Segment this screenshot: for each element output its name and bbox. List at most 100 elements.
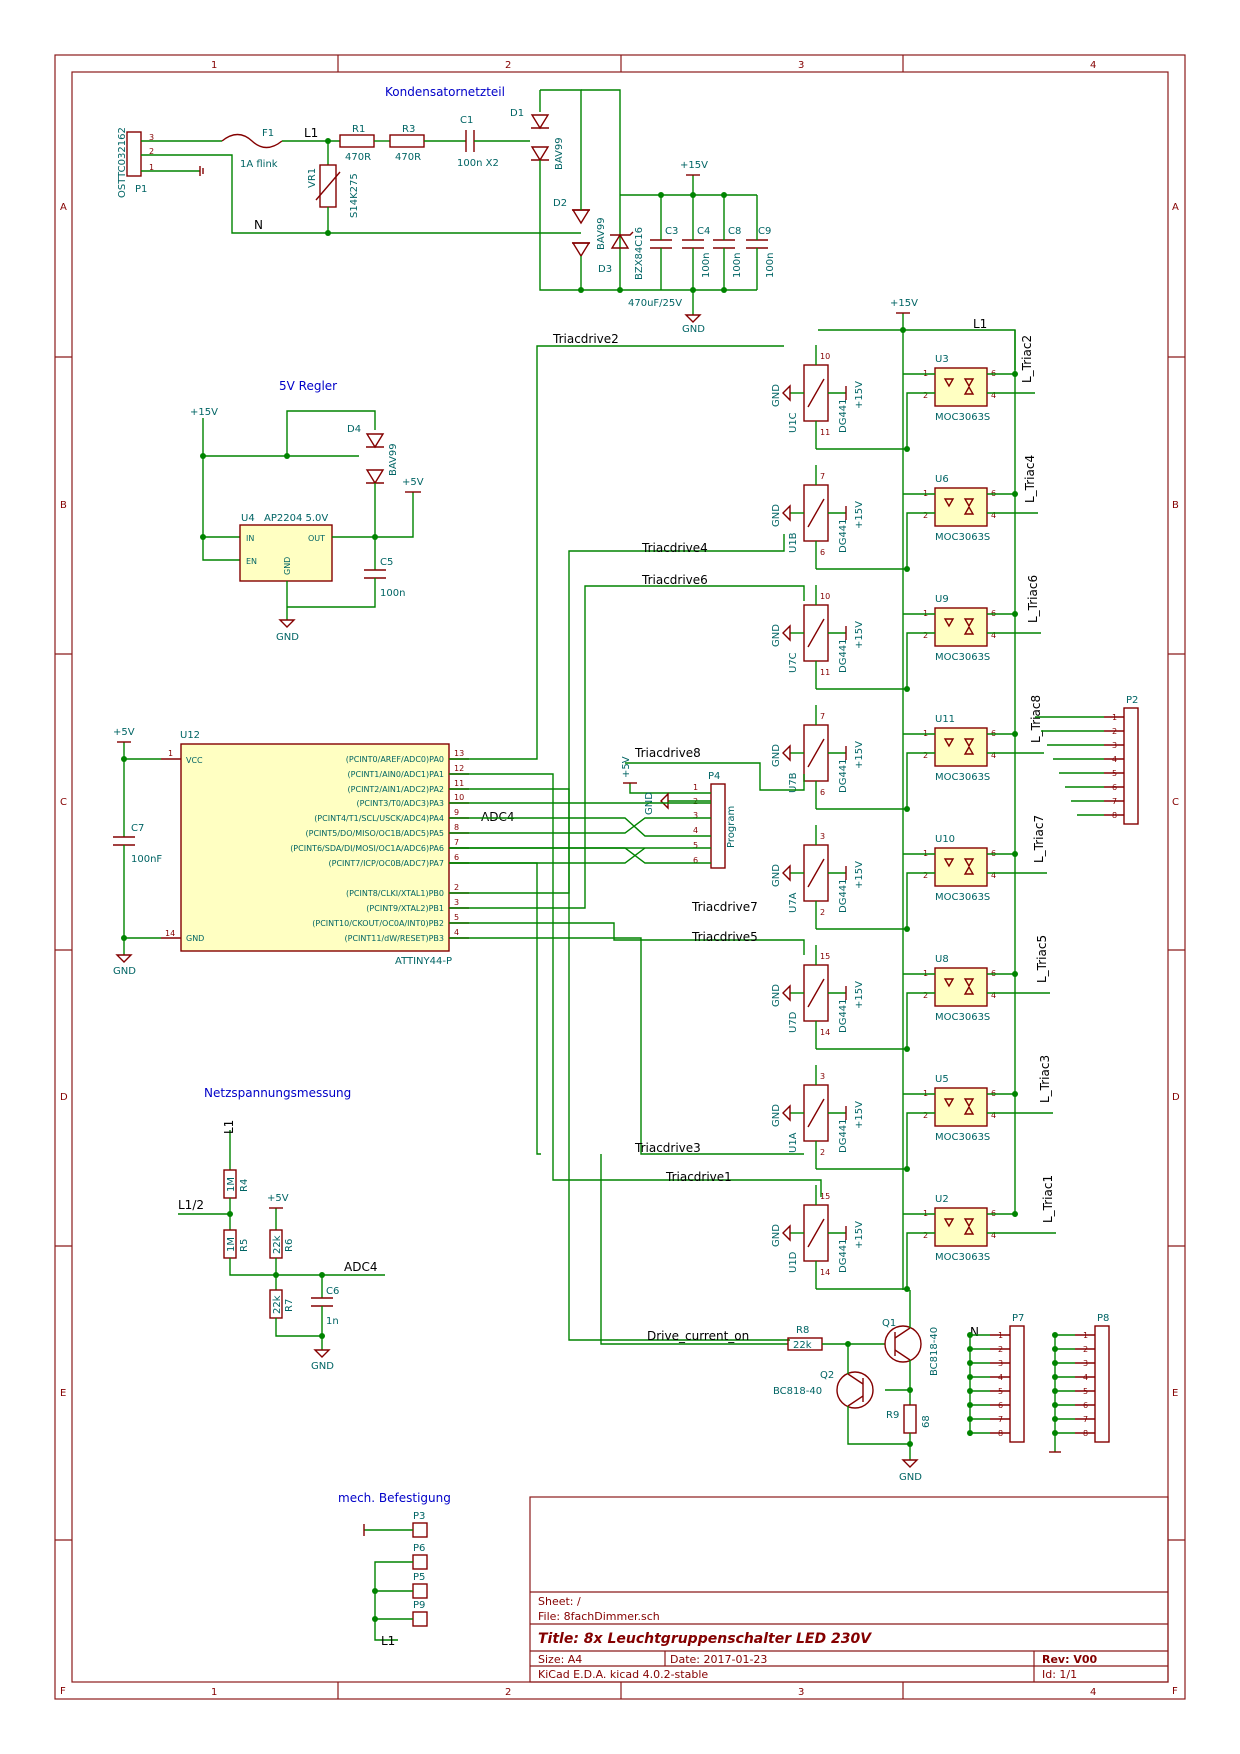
d4-ref: D4 [347,424,361,435]
row-label-e-right: E [1172,1388,1178,1399]
u12-pin-number: 12 [454,764,464,773]
r9-value: 68 [921,1415,932,1428]
svg-text:5: 5 [693,841,698,850]
power-5v-mains: +5V [267,1193,289,1204]
u12-value: ATTINY44-P [395,956,452,967]
c6-ref: C6 [326,1286,339,1297]
d3-value: BZX84C16 [634,227,645,280]
net-triacdrive3: Triacdrive3 [634,1141,701,1155]
switch-top-pin: 3 [820,1072,825,1081]
u12-pin-name: (PCINT5/DO/MISO/OC1B/ADC5)PA5 [306,829,445,838]
net-l1-2: L1/2 [178,1198,204,1212]
u12-pin-name: (PCINT7/ICP/OC0B/ADC7)PA7 [329,859,444,868]
r8-value: 22k [793,1340,812,1351]
switch-bottom-pin: 6 [820,788,825,797]
gnd-switch: GND [771,384,782,407]
switch-top-pin: 10 [820,352,830,361]
u12-pin-number: 2 [454,883,459,892]
u12-pin-number: 8 [454,823,459,832]
switch-top-pin: 3 [820,832,825,841]
power-15v-switch: +15V [854,981,865,1009]
vr1-value: S14K275 [349,173,360,218]
net-l-triac-label: L_Triac5 [1035,935,1049,983]
power-5v-mcu: +5V [113,727,135,738]
power-15v-top: +15V [890,298,918,309]
section-title-regler: 5V Regler [279,379,337,393]
p1-ref: P1 [135,184,147,195]
svg-text:3: 3 [693,811,698,820]
opto-u5 [934,1087,988,1127]
r6-ref: R6 [284,1239,295,1252]
u4-value: AP2204 5.0V [264,513,328,524]
u12-pin-name: (PCINT1/AIN0/ADC1)PA1 [348,770,444,779]
net-triacdrive1: Triacdrive1 [665,1170,732,1184]
opto-ref: U2 [935,1194,949,1205]
u12-ref: U12 [180,730,200,741]
c8-value: 100n [732,253,743,278]
switch-ref: U7C [788,652,799,673]
switch-top-pin: 7 [820,472,825,481]
f1-value: 1A flink [240,159,278,170]
net-l-triac-label: L_Triac3 [1038,1055,1052,1103]
row-label-d-right: D [1172,1092,1180,1103]
opto-u6 [934,487,988,527]
q2-ref: Q2 [820,1370,834,1381]
section-title-mech: mech. Befestigung [338,1491,451,1505]
row-label-b: B [60,500,67,511]
driver-block: Drive_current_on R8 22k Q1 BC818-40 Q2 B… [600,1154,940,1483]
opto-pin-4: 4 [991,871,996,880]
opto-value: MOC3063S [935,1132,990,1143]
r1-ref: R1 [352,124,365,135]
net-adc4-mains: ADC4 [344,1260,377,1274]
net-l1-mains: L1 [222,1120,236,1134]
f1-ref: F1 [262,128,274,139]
c5-ref: C5 [380,557,393,568]
gnd-mains: GND [311,1361,334,1372]
p6-ref: P6 [413,1543,425,1554]
opto-pin-4: 4 [991,1231,996,1240]
switch-ref: U7B [788,772,799,793]
power-15v-supply: +15V [680,160,708,171]
power-15v-reg: +15V [190,407,218,418]
opto-ref: U11 [935,714,955,725]
switch-value: DG441 [838,998,849,1033]
switch-top-pin: 10 [820,592,830,601]
net-triacdrive2: Triacdrive2 [552,332,619,346]
opto-value: MOC3063S [935,652,990,663]
switch-value: DG441 [838,878,849,913]
switch-top-pin: 15 [820,952,830,961]
section-title-power: Kondensatornetzteil [385,85,505,99]
r7-ref: R7 [284,1299,295,1312]
switch-bottom-pin: 6 [820,548,825,557]
gnd-switch: GND [771,504,782,527]
opto-u11 [934,727,988,767]
power-15v-switch: +15V [854,1221,865,1249]
c3-ref: C3 [665,226,678,237]
row-label-c-right: C [1172,797,1179,808]
c7-ref: C7 [131,823,144,834]
opto-u10 [934,847,988,887]
u12-pin-name: (PCINT11/dW/RESET)PB3 [345,934,444,943]
switch-top-pin: 15 [820,1192,830,1201]
gnd-mcu: GND [113,966,136,977]
col-label-4: 4 [1090,60,1096,71]
u4-pin-gnd: GND [283,557,292,575]
col-label-1: 1 [211,60,217,71]
switch-ref: U7D [788,1011,799,1033]
net-l1-power: L1 [304,126,318,140]
r4-ref: R4 [239,1179,250,1192]
u12-pin-number: 7 [454,838,459,847]
d1-ref: D1 [510,108,524,119]
top-rails: +15V L1 [818,298,1016,370]
c3-value: 470uF/25V [628,298,682,309]
svg-text:2: 2 [149,147,154,156]
q2-value: BC818-40 [773,1386,822,1397]
opto-ref: U8 [935,954,949,965]
row-label-a: A [60,202,67,213]
p4-ref: P4 [708,771,720,782]
